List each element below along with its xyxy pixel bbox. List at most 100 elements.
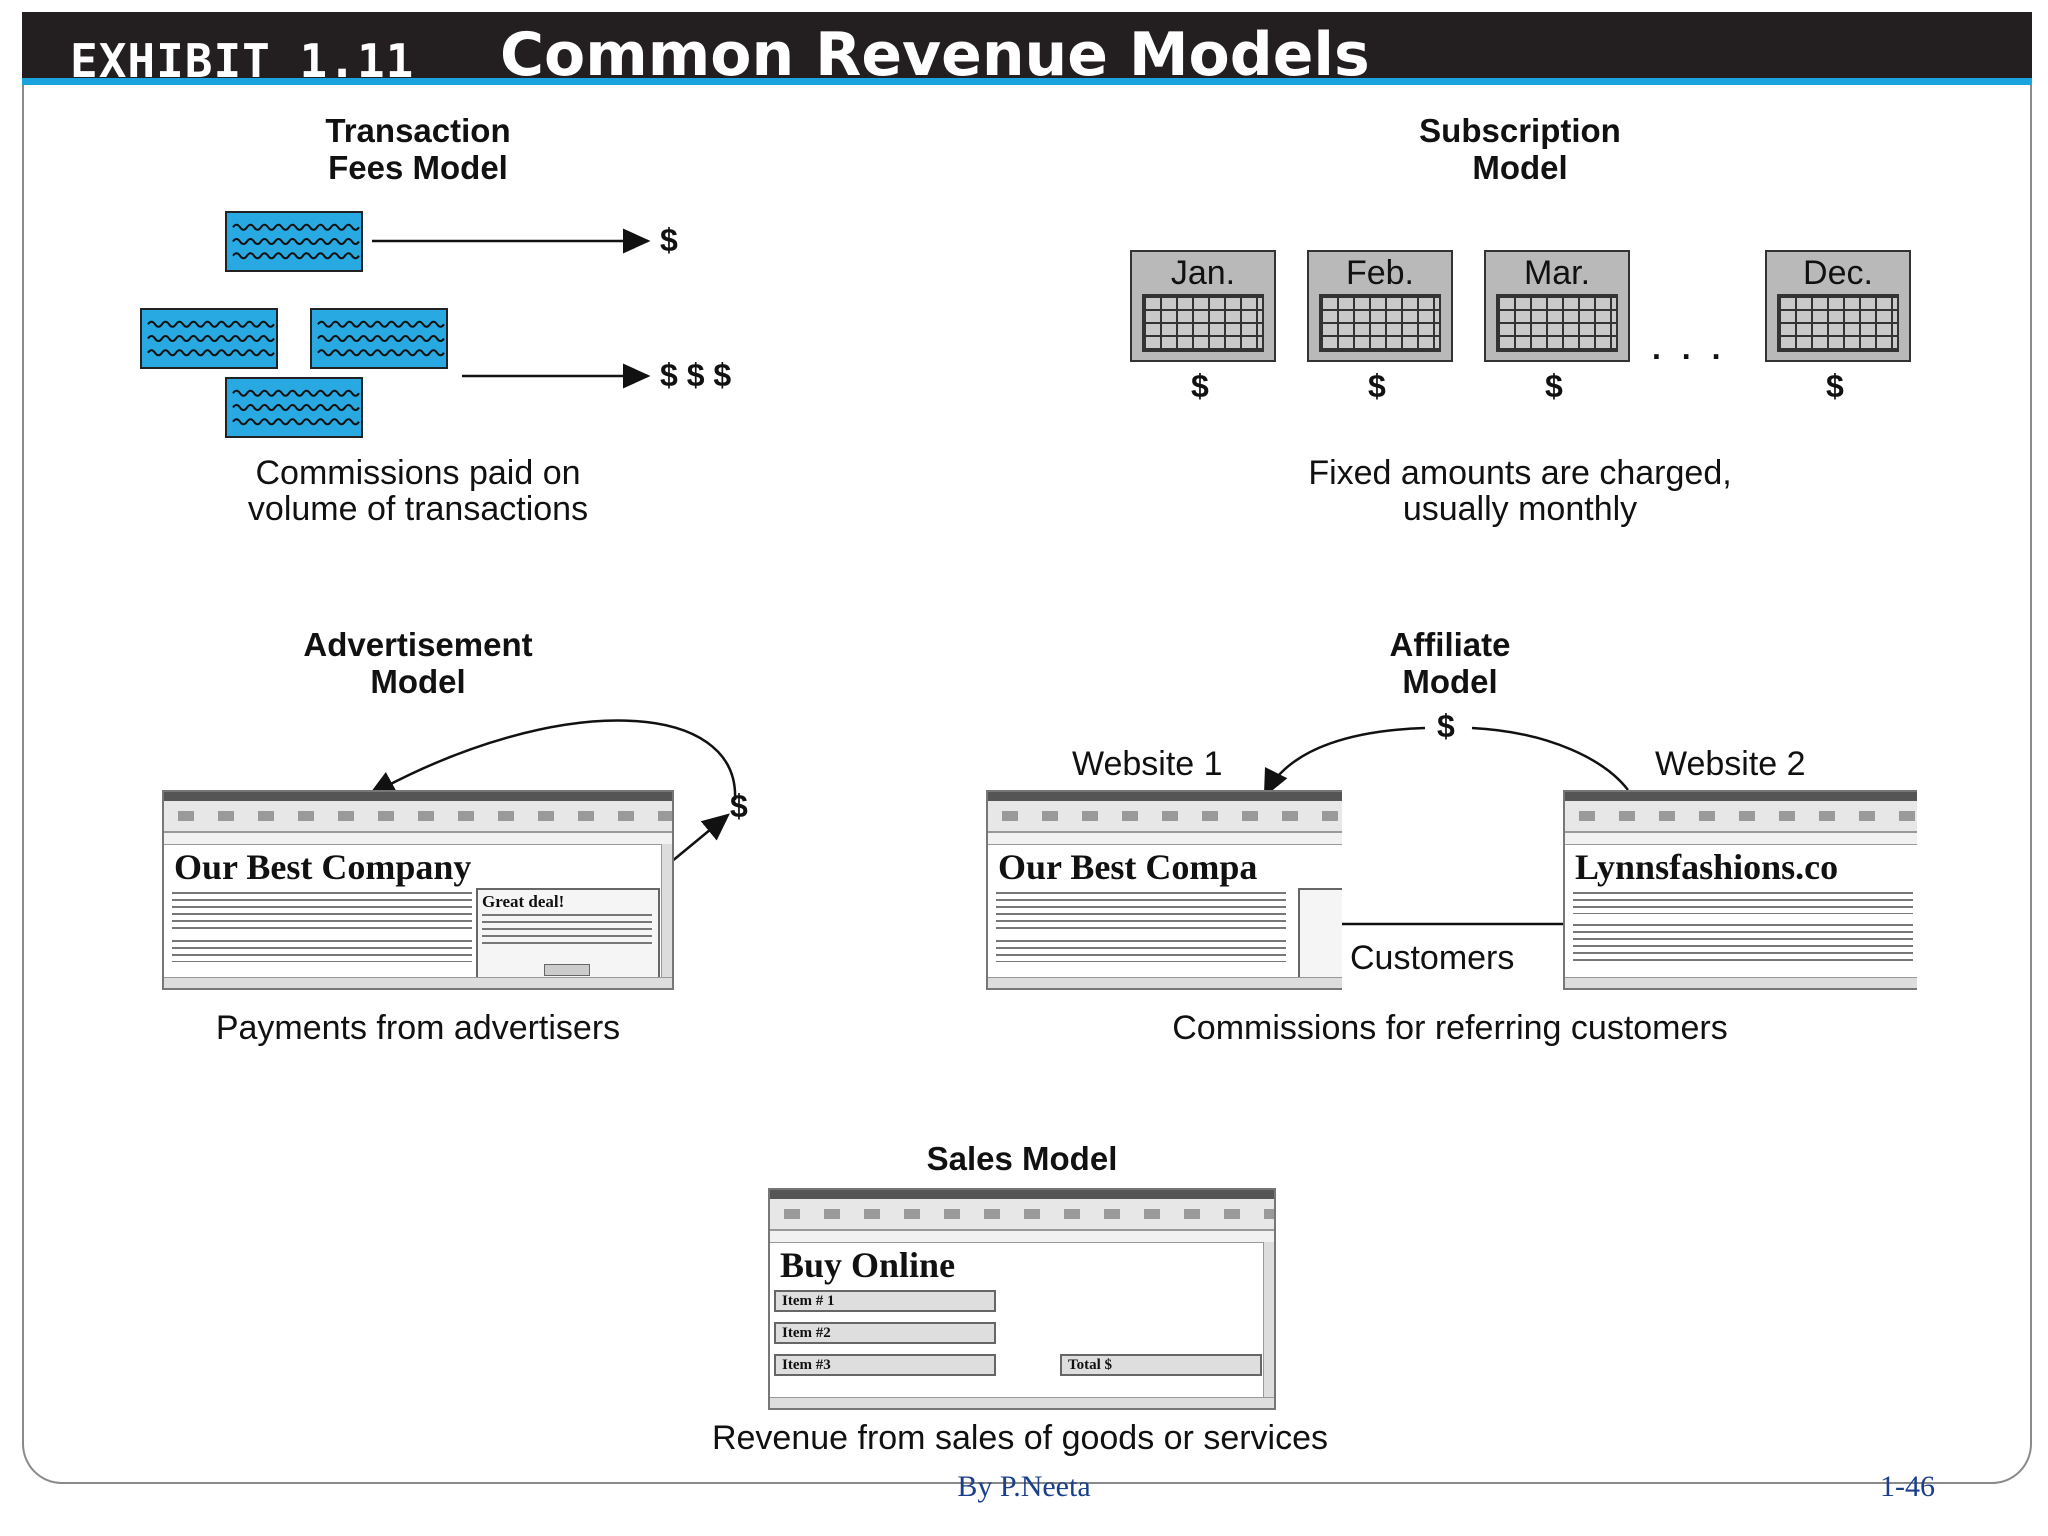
subscription-caption-line2: usually monthly <box>1402 490 1638 528</box>
page-text-lines <box>996 940 1286 962</box>
sales-title: Sales Model <box>926 1140 1118 1177</box>
affiliate-website2-label: Website 2 <box>1655 745 1806 783</box>
slide-frame <box>22 12 2032 1484</box>
month-label: Dec. <box>1803 254 1873 292</box>
calendar-grid <box>1496 294 1618 352</box>
subscription-title-line2: Model <box>1472 149 1568 186</box>
browser-toolbar <box>988 801 1342 833</box>
browser-titlebar <box>988 792 1342 801</box>
transaction-dollar-multi: $ $ $ <box>660 357 732 393</box>
sales-total-box: Total $ <box>1060 1354 1262 1376</box>
wavy-lines <box>147 320 275 357</box>
transaction-title-line1: Transaction <box>325 112 511 149</box>
affiliate-website1-label: Website 1 <box>1072 745 1223 783</box>
wavy-lines <box>317 320 445 357</box>
affiliate-website1-heading: Our Best Compa <box>998 847 1258 887</box>
browser-address-bar <box>770 1231 1274 1243</box>
header-accent-rule <box>22 78 2032 85</box>
header-bar <box>22 12 2032 82</box>
calendar-month-feb: Feb. <box>1307 250 1453 362</box>
advertisement-dollar: $ <box>730 788 748 824</box>
subscription-caption-line1: Fixed amounts are charged, <box>1308 454 1732 492</box>
subscription-ellipsis: . . . <box>1652 330 1727 366</box>
wavy-lines <box>232 389 360 426</box>
browser-horizontal-scrollbar <box>1565 977 1917 988</box>
affiliate-website2-browser: Lynnsfashions.co <box>1563 790 1917 990</box>
browser-vertical-scrollbar <box>1263 1242 1274 1408</box>
transaction-paper-icon <box>140 308 278 369</box>
transaction-caption-line1: Commissions paid on <box>255 454 581 492</box>
ad-box: Great deal! <box>476 888 660 982</box>
ad-box-button <box>544 964 590 976</box>
subscription-title-line1: Subscription <box>1419 112 1621 149</box>
calendar-grid <box>1319 294 1441 352</box>
page-text-lines <box>996 892 1286 930</box>
transaction-paper-icon <box>225 211 363 272</box>
browser-toolbar <box>164 801 672 833</box>
page-text-lines <box>1573 924 1913 964</box>
calendar-month-dec: Dec. <box>1765 250 1911 362</box>
subscription-caption: Fixed amounts are charged, usually month… <box>1220 455 1820 527</box>
browser-horizontal-scrollbar <box>770 1397 1274 1408</box>
advertisement-caption: Payments from advertisers <box>215 1009 621 1047</box>
subscription-dollar: $ <box>1191 368 1209 404</box>
browser-address-bar <box>988 833 1342 845</box>
affiliate-website2-heading: Lynnsfashions.co <box>1575 847 1839 887</box>
month-label: Feb. <box>1345 254 1415 292</box>
transaction-paper-icon <box>225 377 363 438</box>
affiliate-website1-browser: Our Best Compa <box>986 790 1342 990</box>
calendar-month-jan: Jan. <box>1130 250 1276 362</box>
transaction-paper-icon <box>310 308 448 369</box>
advertisement-browser-window: Our Best Company Great deal! <box>162 790 674 990</box>
affiliate-dollar: $ <box>1437 708 1455 744</box>
ad-box-text-lines <box>482 914 652 944</box>
advertisement-page-heading: Our Best Company <box>174 847 472 887</box>
page-text-lines <box>172 892 472 930</box>
advertisement-title-line1: Advertisement <box>303 626 533 663</box>
affiliate-arrow-to-site1 <box>1263 726 1426 798</box>
browser-horizontal-scrollbar <box>988 977 1342 988</box>
sales-page-heading: Buy Online <box>780 1245 956 1285</box>
affiliate-title-line1: Affiliate <box>1389 626 1511 663</box>
exhibit-title: Common Revenue Models <box>500 20 1370 90</box>
browser-titlebar <box>164 792 672 801</box>
month-label: Jan. <box>1170 254 1236 292</box>
exhibit-label: EXHIBIT 1.11 <box>70 34 415 88</box>
browser-titlebar <box>770 1190 1274 1199</box>
transaction-caption: Commissions paid on volume of transactio… <box>168 455 668 527</box>
calendar-grid <box>1777 294 1899 352</box>
advertisement-title: Advertisement Model <box>240 626 596 700</box>
sales-item-box: Item # 1 <box>774 1290 996 1312</box>
browser-toolbar <box>1565 801 1917 833</box>
month-label: Mar. <box>1523 254 1591 292</box>
footer-page-number: 1-46 <box>1880 1470 1935 1503</box>
ad-box <box>1298 888 1342 982</box>
transaction-title: Transaction Fees Model <box>250 112 586 186</box>
affiliate-customers-label: Customers <box>1350 939 1515 977</box>
transaction-caption-line2: volume of transactions <box>247 490 589 528</box>
subscription-dollar: $ <box>1368 368 1386 404</box>
browser-vertical-scrollbar <box>661 844 672 988</box>
page-text-lines <box>172 940 472 962</box>
affiliate-caption: Commissions for referring customers <box>1172 1009 1728 1047</box>
sales-caption: Revenue from sales of goods or services <box>711 1419 1329 1457</box>
browser-address-bar <box>1565 833 1917 845</box>
affiliate-title: Affiliate Model <box>1300 626 1600 700</box>
subscription-title: Subscription Model <box>1370 112 1670 186</box>
transaction-title-line2: Fees Model <box>328 149 508 186</box>
advertisement-curve-arrow <box>367 719 737 801</box>
subscription-dollar: $ <box>1545 368 1563 404</box>
subscription-dollar: $ <box>1826 368 1844 404</box>
sales-browser-window: Buy Online Item # 1 Item #2 Item #3 Tota… <box>768 1188 1276 1410</box>
ad-box-heading: Great deal! <box>482 892 565 911</box>
browser-titlebar <box>1565 792 1917 801</box>
sales-item-box: Item #2 <box>774 1322 996 1344</box>
transaction-dollar-single: $ <box>660 222 678 258</box>
sales-item-box: Item #3 <box>774 1354 996 1376</box>
affiliate-title-line2: Model <box>1402 663 1498 700</box>
browser-address-bar <box>164 833 672 845</box>
browser-toolbar <box>770 1199 1274 1231</box>
browser-horizontal-scrollbar <box>164 977 672 988</box>
calendar-month-mar: Mar. <box>1484 250 1630 362</box>
affiliate-line-from-site2 <box>1471 726 1629 791</box>
